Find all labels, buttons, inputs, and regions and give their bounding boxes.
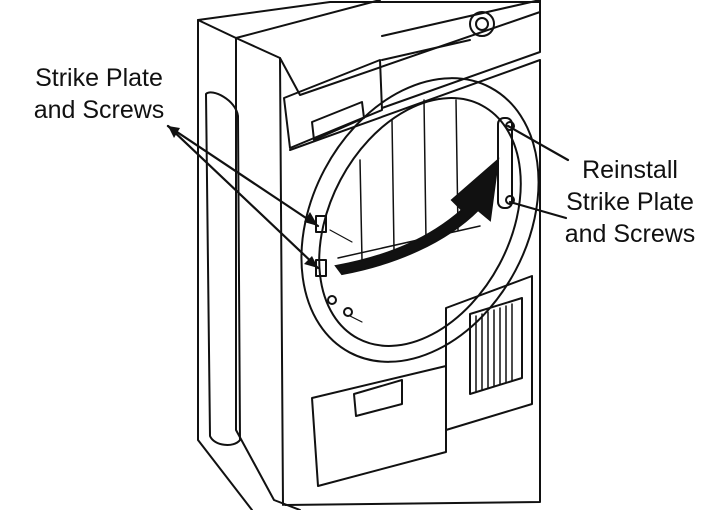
leader-arrowhead-1 <box>168 126 180 138</box>
callout-left-line2: and Screws <box>33 96 165 124</box>
control-slot <box>311 101 365 141</box>
control-panel <box>283 59 383 149</box>
panel-line <box>381 39 471 61</box>
cabinet-top <box>197 1 541 96</box>
cabinet-front-edge <box>235 37 284 506</box>
leader-arrowhead-3 <box>304 256 318 268</box>
strike-plate-left-bottom <box>315 259 327 277</box>
lower-panel-slot <box>353 379 403 417</box>
leader-right-2 <box>508 200 568 220</box>
top-panel <box>235 0 381 39</box>
leader-right-1 <box>506 124 570 162</box>
vent-grille <box>469 297 523 395</box>
control-knob <box>469 11 495 37</box>
direction-arrow <box>334 157 500 276</box>
screw-right-bottom <box>505 195 515 205</box>
drum-line <box>359 99 459 261</box>
callout-right-line1: Reinstall <box>582 156 678 184</box>
leader-arrowhead-2 <box>304 212 318 226</box>
side-handle <box>205 91 241 446</box>
strike-plate-right <box>497 117 513 209</box>
callout-left-line1: Strike Plate <box>35 64 163 92</box>
door-ring-outer <box>300 77 540 363</box>
lower-panel <box>311 365 447 487</box>
callout-reinstall-strike-plate: Reinstall Strike Plate and Screws <box>556 154 704 250</box>
screw-left-2 <box>343 307 353 317</box>
callout-right-line3: and Screws <box>564 220 696 248</box>
callout-strike-plate-and-screws: Strike Plate and Screws <box>20 62 178 126</box>
vent-panel <box>445 275 533 431</box>
leader-left-1 <box>166 124 320 228</box>
door-ring-inner <box>318 97 522 347</box>
front-face <box>284 59 541 506</box>
screw-right-top <box>505 121 515 131</box>
callout-right-line2: Strike Plate <box>566 188 694 216</box>
panel-body <box>381 0 541 109</box>
leader-left-2 <box>166 124 320 270</box>
screw-left <box>327 295 337 305</box>
